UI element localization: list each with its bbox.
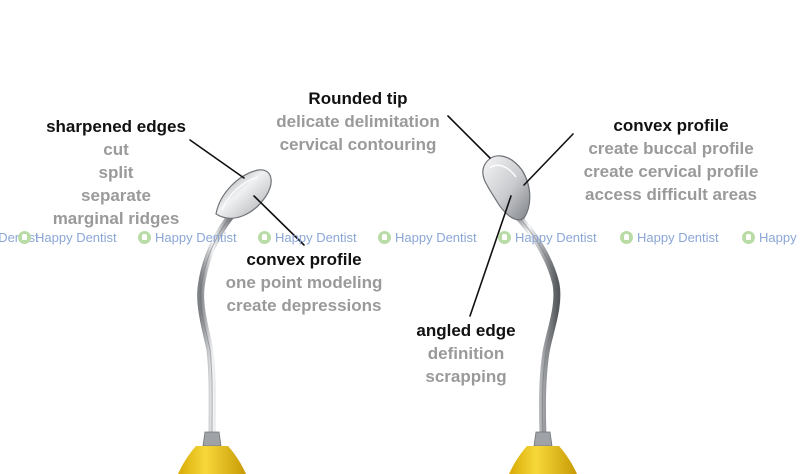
- label-convex-profile-right: convex profile create buccal profile cre…: [566, 114, 776, 206]
- label-title: convex profile: [613, 116, 729, 135]
- leader-rounded-tip: [447, 115, 491, 159]
- label-item: separate: [81, 186, 151, 205]
- tooth-logo-icon: [18, 231, 31, 244]
- label-item: one point modeling: [225, 273, 383, 292]
- label-item: cervical contouring: [279, 135, 437, 154]
- watermark: Happy Dentist: [742, 229, 800, 247]
- label-title: angled edge: [416, 321, 516, 340]
- watermark-strip: Happy Dentist Happy Dentist Happy Dentis…: [0, 229, 800, 247]
- watermark: Happy Dentist: [18, 229, 117, 247]
- label-item: marginal ridges: [52, 209, 180, 228]
- label-item: create buccal profile: [588, 139, 754, 158]
- label-rounded-tip: Rounded tip delicate delimitation cervic…: [258, 87, 458, 156]
- label-angled-edge: angled edge definition scrapping: [396, 319, 536, 388]
- label-title: Rounded tip: [308, 89, 408, 108]
- left-instrument: [178, 169, 272, 474]
- label-item: create cervical profile: [583, 162, 759, 181]
- leader-sharpened-edges: [189, 139, 245, 179]
- tooth-logo-icon: [378, 231, 391, 244]
- watermark: Happy Dentist: [138, 229, 237, 247]
- watermark: Happy Dentist: [498, 229, 597, 247]
- label-title: convex profile: [246, 250, 362, 269]
- watermark: Happy Dentist: [378, 229, 477, 247]
- label-item: access difficult areas: [585, 185, 757, 204]
- tooth-logo-icon: [498, 231, 511, 244]
- label-convex-profile-left: convex profile one point modeling create…: [204, 248, 404, 317]
- label-sharpened-edges: sharpened edges cut split separate margi…: [18, 115, 214, 230]
- right-instrument: [482, 155, 577, 474]
- label-item: delicate delimitation: [276, 112, 440, 131]
- leader-convex-profile-right: [523, 133, 574, 186]
- right-ferrule: [533, 431, 553, 447]
- left-ferrule: [202, 431, 222, 447]
- label-item: cut: [103, 140, 129, 159]
- left-blade: [215, 169, 272, 219]
- label-item: scrapping: [425, 367, 507, 386]
- label-item: create depressions: [226, 296, 382, 315]
- watermark: Happy Dentist: [620, 229, 719, 247]
- left-handle: [178, 446, 246, 474]
- tooth-logo-icon: [138, 231, 151, 244]
- right-handle: [509, 446, 577, 474]
- right-blade: [482, 155, 531, 221]
- tooth-logo-icon: [258, 231, 271, 244]
- label-title: sharpened edges: [46, 117, 186, 136]
- tooth-logo-icon: [620, 231, 633, 244]
- tooth-logo-icon: [742, 231, 755, 244]
- label-item: split: [98, 163, 134, 182]
- leader-angled-edge: [469, 195, 512, 317]
- leader-convex-profile-left: [253, 195, 305, 246]
- label-item: definition: [427, 344, 505, 363]
- watermark: Happy Dentist: [258, 229, 357, 247]
